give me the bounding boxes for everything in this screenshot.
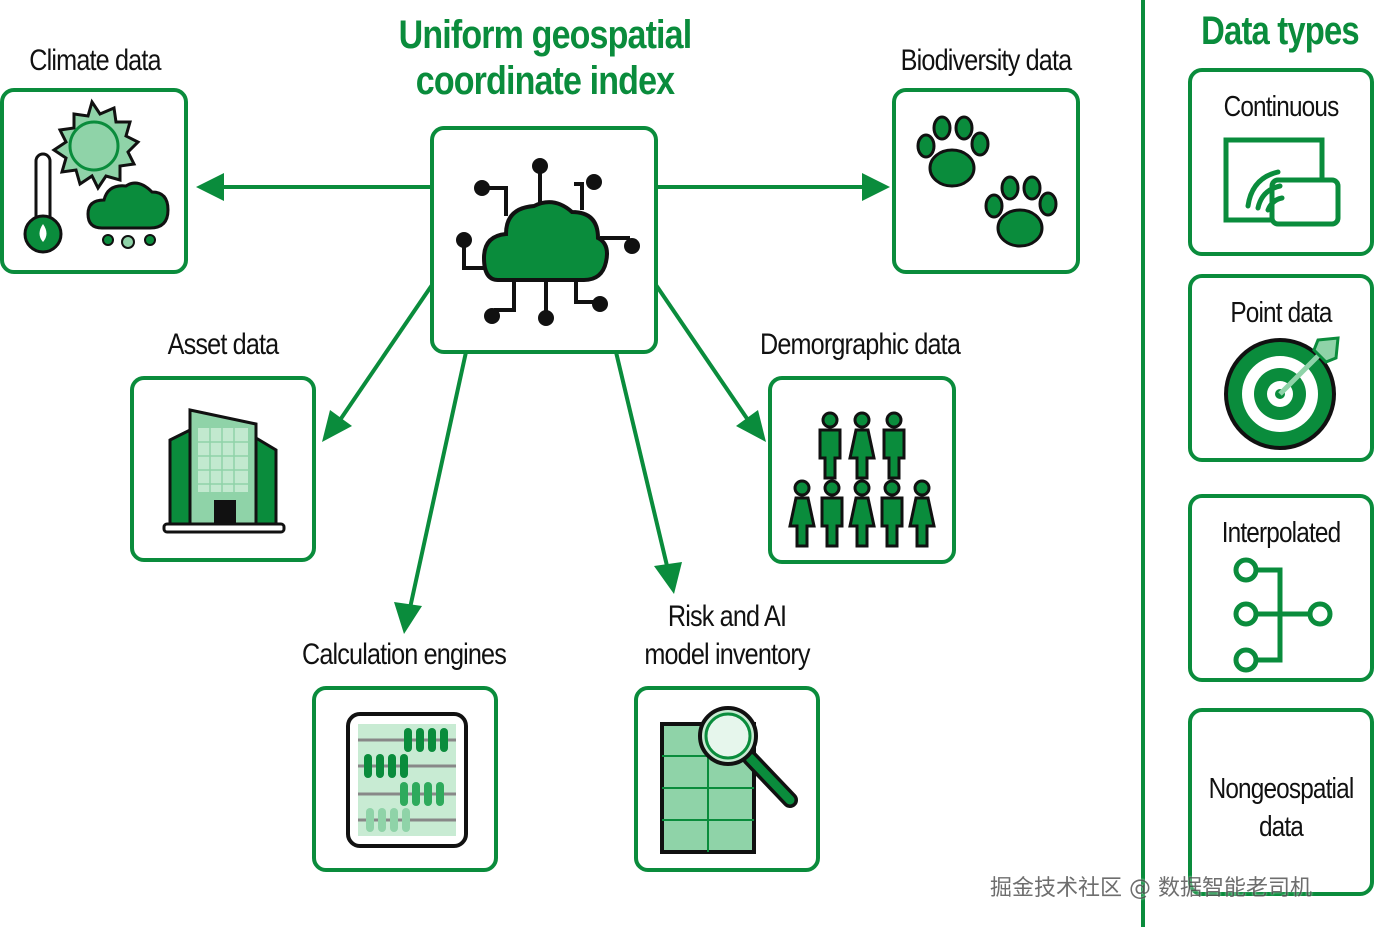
- climate-label: Climate data: [29, 44, 161, 77]
- demographic-box: [768, 376, 956, 564]
- climate-box: [0, 88, 188, 274]
- datatype-card-interpolated: Interpolated: [1188, 494, 1374, 682]
- risk-label: Risk and AI model inventory: [644, 600, 810, 671]
- paw-prints-icon: [916, 115, 1058, 248]
- datatype-card-point: Point data: [1188, 274, 1374, 462]
- datatype-label-point: Point data: [1230, 297, 1332, 329]
- diagram-title: Uniform geospatial coordinate index: [398, 13, 692, 103]
- datatype-card-continuous: Continuous: [1188, 68, 1374, 256]
- node-branch-icon: [1233, 557, 1333, 673]
- datatype-label-continuous: Continuous: [1223, 91, 1340, 123]
- datatype-label-nongeospatial: Nongeospatial data: [1208, 773, 1355, 843]
- arrow-to-demographic: [654, 283, 750, 422]
- asset-box: [130, 376, 316, 562]
- biodiversity-box: [892, 88, 1080, 274]
- data-types-title: Data types: [1201, 9, 1360, 53]
- building-icon: [162, 408, 286, 534]
- section-divider: [1141, 0, 1145, 927]
- datatype-card-nongeospatial: Nongeospatial data: [1188, 708, 1374, 896]
- biodiversity-label: Biodiversity data: [900, 44, 1072, 77]
- asset-label: Asset data: [167, 328, 280, 361]
- raster-signal-icon: [1223, 137, 1341, 227]
- target-icon: [1224, 336, 1340, 450]
- calculation-label: Calculation engines: [302, 638, 507, 671]
- hub-box: [430, 126, 658, 354]
- magnifier-grid-icon: [660, 706, 798, 854]
- risk-box: [634, 686, 820, 872]
- demographic-label: Demorgraphic data: [759, 328, 961, 361]
- watermark: 掘金技术社区 @ 数据智能老司机: [990, 876, 1312, 901]
- datatype-label-interpolated: Interpolated: [1221, 517, 1341, 549]
- cloud-network-icon: [456, 158, 640, 326]
- arrow-to-risk: [614, 351, 670, 571]
- arrow-to-calculation: [408, 351, 468, 609]
- arrow-to-asset: [338, 283, 434, 422]
- abacus-icon: [346, 712, 468, 848]
- people-icon: [788, 411, 936, 548]
- thermometer-sun-cloud-icon: [23, 98, 170, 254]
- calculation-box: [312, 686, 498, 872]
